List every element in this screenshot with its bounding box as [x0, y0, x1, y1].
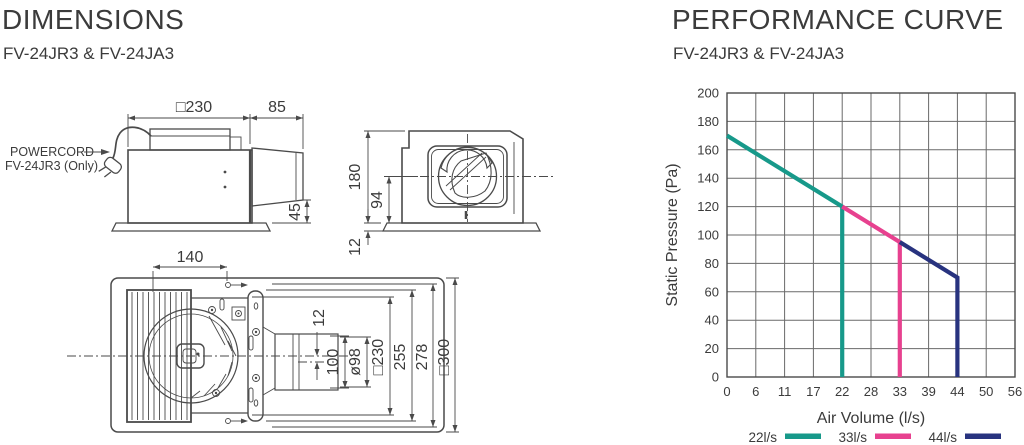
- series-line-44l/s: [898, 240, 960, 377]
- dim-label-total-height: 180: [347, 164, 364, 191]
- legend-label-22l/s: 22l/s: [748, 430, 777, 445]
- legend-swatch-22l/s: [785, 433, 821, 439]
- x-tick-label: 39: [921, 384, 935, 399]
- power-plug: [98, 156, 123, 178]
- dim-label-center-offset: 12: [311, 309, 328, 327]
- x-tick-label: 17: [806, 384, 820, 399]
- plan-view-drawing: 140 12 100 ø98 □230: [67, 249, 459, 433]
- legend-label-33l/s: 33l/s: [838, 430, 867, 445]
- y-tick-label: 80: [705, 256, 719, 271]
- dim-label-duct-width: 100: [325, 349, 342, 376]
- x-tick-label: 33: [893, 384, 907, 399]
- y-tick-label: 160: [697, 142, 719, 157]
- dim-label-duct-diameter: ø98: [347, 348, 364, 376]
- x-tick-label: 56: [1008, 384, 1022, 399]
- dimensions-title: DIMENSIONS: [2, 4, 185, 35]
- dim-label-duct-length: 85: [268, 99, 286, 116]
- legend-swatch-33l/s: [875, 433, 911, 439]
- y-tick-label: 60: [705, 284, 719, 299]
- y-tick-label: 100: [697, 228, 719, 243]
- side-view-drawing: □230 85 45: [5, 99, 311, 232]
- performance-curve-chart: 0 6 11 17 22 28 33 39 44 50 56 0 20 40 60 80 100 120 140 16…: [664, 86, 1022, 445]
- y-tick-label: 0: [712, 370, 719, 385]
- x-tick-label: 6: [752, 384, 759, 399]
- x-tick-label: 50: [979, 384, 993, 399]
- x-tick-label: 44: [950, 384, 964, 399]
- powercord-label-line1: POWERCORD: [10, 145, 94, 159]
- dim-label-255: 255: [392, 344, 409, 371]
- y-tick-label: 200: [697, 86, 719, 101]
- legend-swatch-44l/s: [965, 433, 1001, 439]
- dimensions-subtitle: FV-24JR3 & FV-24JA3: [3, 44, 175, 63]
- y-tick-label: 140: [697, 171, 719, 186]
- dim-label-278: 278: [414, 344, 431, 371]
- performance-subtitle: FV-24JR3 & FV-24JA3: [673, 44, 845, 63]
- y-tick-label: 20: [705, 341, 719, 356]
- y-axis-title: Static Pressure (Pa): [664, 163, 681, 306]
- end-view-drawing: 180 94 12: [347, 130, 556, 256]
- dim-label-depth: 140: [177, 249, 204, 266]
- y-tick-label: 120: [697, 199, 719, 214]
- dim-label-flange-thickness: 12: [347, 238, 364, 256]
- x-tick-label: 22: [835, 384, 849, 399]
- series-line-22l/s: [725, 133, 845, 377]
- performance-title: PERFORMANCE CURVE: [672, 4, 1004, 35]
- dimension-drawings: □230 85 45: [5, 99, 556, 433]
- dim-label-duct-height: 45: [287, 203, 304, 221]
- powercord-label-line2: FV-24JR3 (Only): [5, 159, 98, 173]
- plot-border: [726, 92, 1016, 378]
- y-tick-label: 180: [697, 114, 719, 129]
- dim-label-body-width-plan: □230: [370, 339, 387, 375]
- x-tick-label: 11: [778, 384, 792, 399]
- series-line-33l/s: [841, 204, 902, 377]
- y-tick-label: 40: [705, 313, 719, 328]
- dim-label-plate-width: □300: [436, 339, 453, 375]
- x-tick-label: 28: [864, 384, 878, 399]
- impeller-blades: [190, 315, 237, 399]
- x-axis-title: Air Volume (l/s): [817, 410, 925, 427]
- dim-label-body-width: □230: [176, 99, 212, 116]
- legend-label-44l/s: 44l/s: [928, 430, 957, 445]
- x-tick-label: 0: [723, 384, 730, 399]
- dim-label-center-height: 94: [369, 191, 386, 209]
